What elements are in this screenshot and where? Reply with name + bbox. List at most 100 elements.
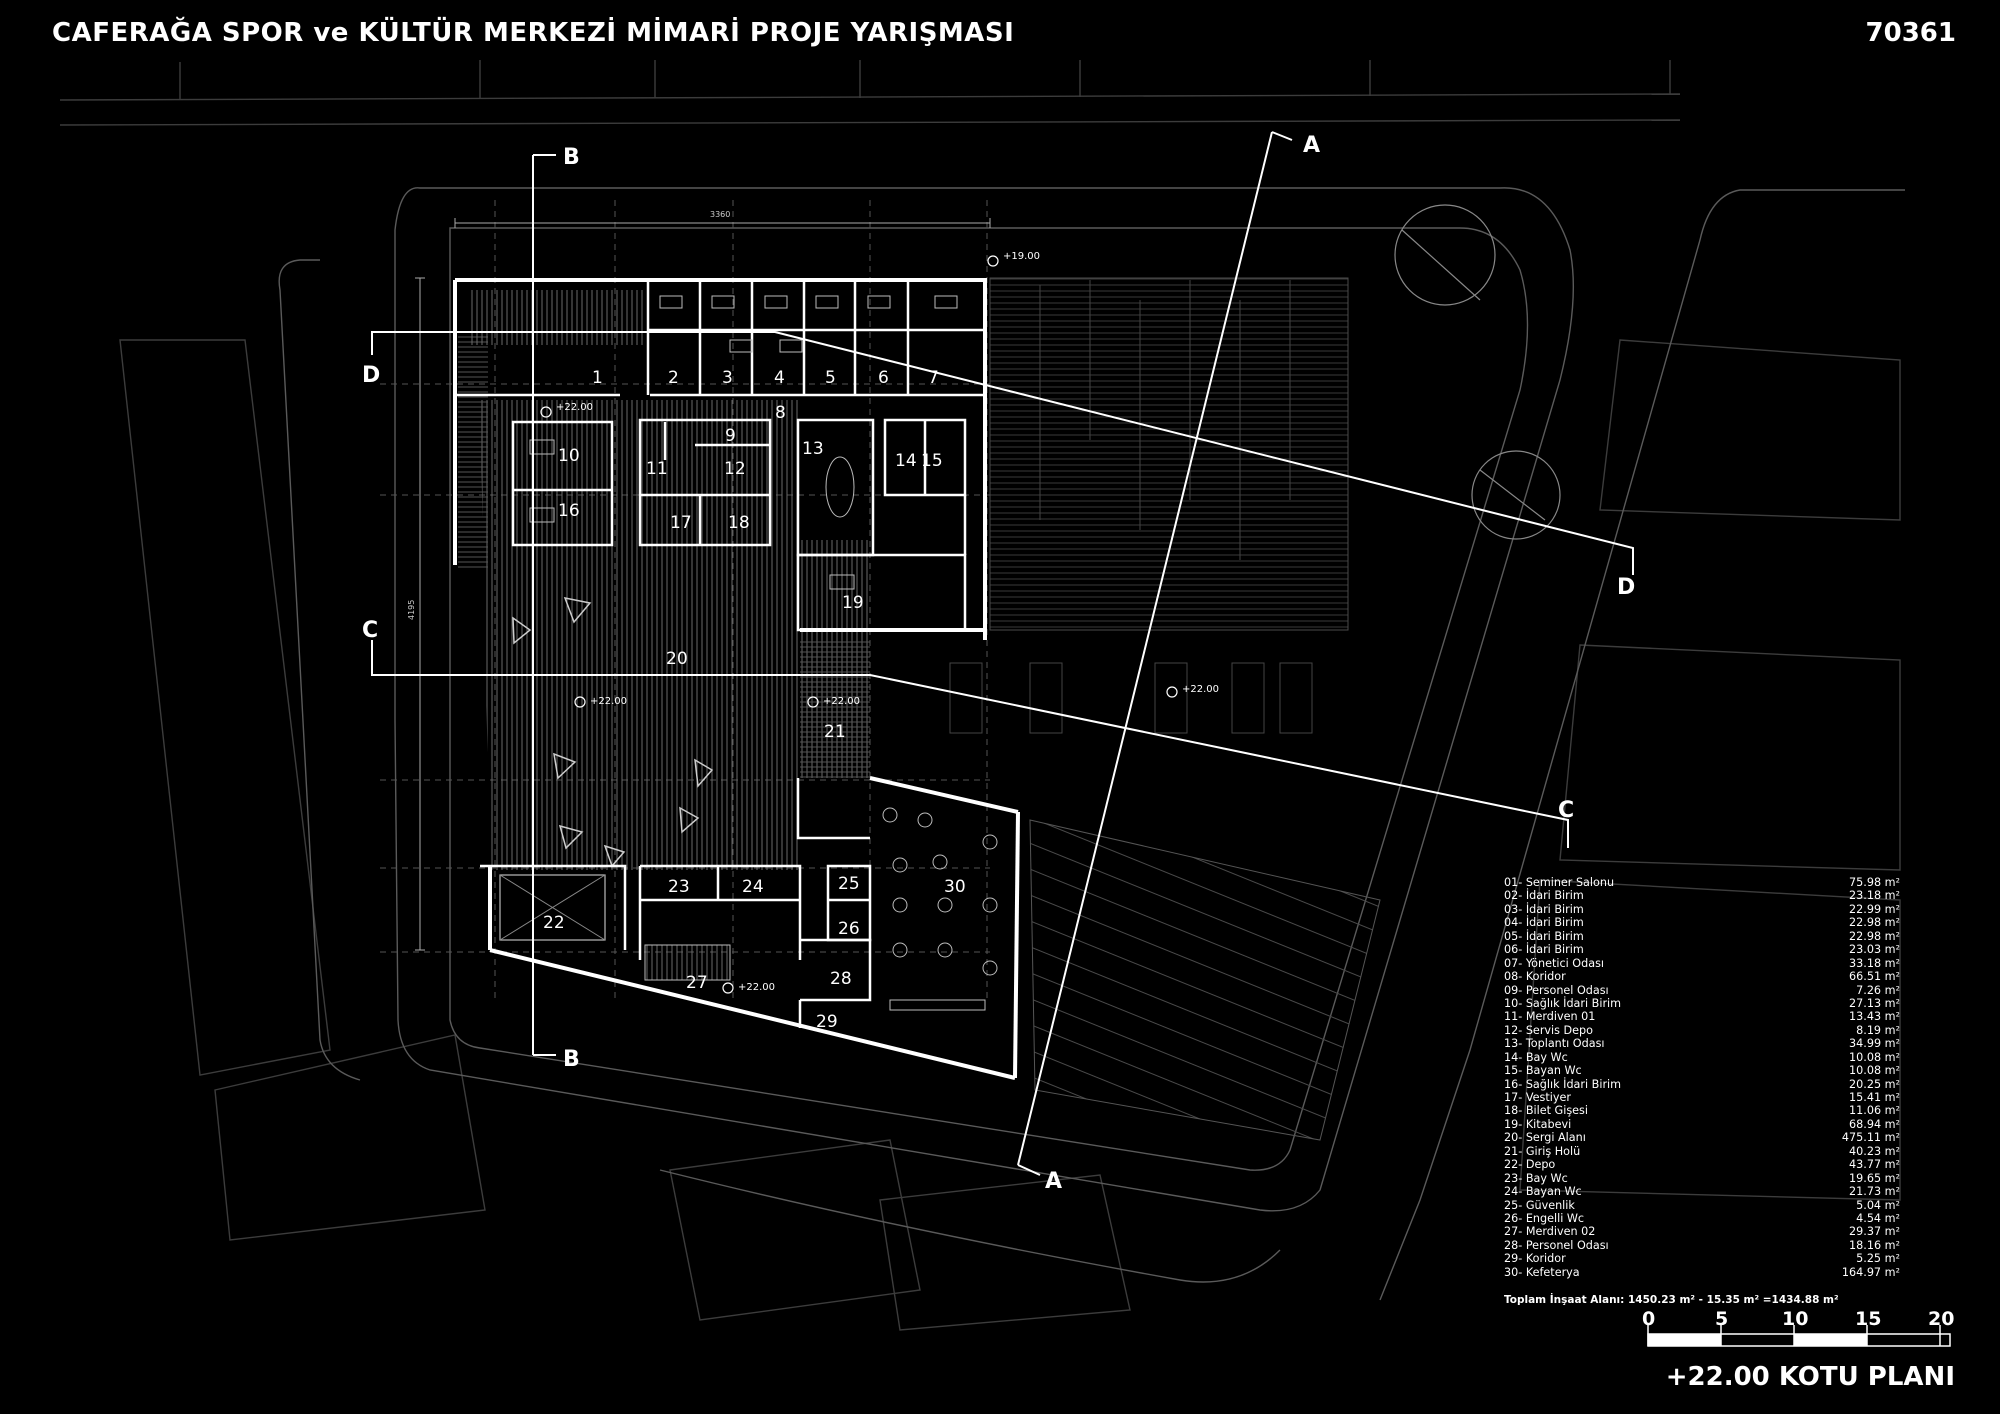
legend-room-area: 11.06 m² [1849,1104,1900,1118]
legend-room-name: 28- Personel Odası [1504,1238,1609,1252]
project-title: CAFERAĞA SPOR ve KÜLTÜR MERKEZİ MİMARİ P… [52,18,1015,48]
legend-room-area: 164.97 m² [1841,1265,1900,1279]
legend-room-name: 18- Bilet Gişesi [1504,1104,1588,1118]
room-label-9: 9 [725,426,736,446]
legend-room-name: 23- Bay Wc [1504,1171,1568,1185]
elevation-markers [540,255,1178,994]
room-label-14: 14 [895,451,917,471]
legend-room-name: 29- Koridor [1504,1252,1566,1266]
roof-hatch-area [989,277,1349,631]
scale-label-5: 5 [1715,1308,1729,1330]
room-label-2: 2 [668,368,679,388]
legend-room-name: 14- Bay Wc [1504,1050,1568,1064]
section-label-D-right: D [1617,575,1635,600]
legend-room-name: 24- Bayan Wc [1504,1185,1582,1199]
legend-room-name: 10- Sağlık İdari Birim [1504,996,1622,1010]
legend-room-area: 27.13 m² [1849,996,1900,1010]
legend-room-area: 21.73 m² [1849,1185,1900,1199]
stair-hatch [458,330,488,570]
legend-row: 10- Sağlık İdari Birim 27.13 m² [1504,997,1900,1010]
room-label-12: 12 [724,459,746,479]
legend-room-name: 01- Seminer Salonu [1504,876,1615,889]
legend-room-area: 4.54 m² [1856,1211,1900,1225]
section-label-C-right: C [1558,798,1574,823]
legend-room-name: 15- Bayan Wc [1504,1064,1582,1078]
site-boundary [278,187,1905,1301]
outer-walls [453,278,1020,1080]
legend-room-area: 18.16 m² [1849,1238,1900,1252]
legend-room-area: 66.51 m² [1849,970,1900,984]
room-label-27: 27 [686,973,708,993]
room-label-23: 23 [668,877,690,897]
office-furniture [529,295,958,590]
room-label-13: 13 [802,439,824,459]
legend-row: 28- Personel Odası 18.16 m² [1504,1239,1900,1252]
room-label-29: 29 [816,1012,838,1032]
room-label-1: 1 [592,368,603,388]
legend-room-name: 27- Merdiven 02 [1504,1225,1596,1239]
legend-room-name: 09- Personel Odası [1504,983,1609,997]
plan-title: +22.00 KOTU PLANI [1665,1362,1955,1392]
room-label-22: 22 [543,913,565,933]
section-label-A-bottom: A [1045,1169,1062,1194]
terrace-hatch-area [1029,819,1381,1141]
room-label-10: 10 [558,446,580,466]
cafeteria-tables [882,807,998,1011]
legend-room-name: 06- İdari Birim [1504,943,1584,957]
legend-room-name: 07- Yönetici Odası [1504,956,1605,970]
legend-row: 27- Merdiven 02 29.37 m² [1504,1225,1900,1238]
legend-room-name: 11- Merdiven 01 [1504,1010,1596,1024]
legend-room-area: 15.41 m² [1849,1091,1900,1104]
dimension-width: 3360 [710,210,730,219]
legend-room-area: 10.08 m² [1849,1064,1900,1078]
room-label-8: 8 [775,403,786,423]
exhibition-floor-hatch [480,400,870,870]
elevation-label: +22.00 [738,982,775,993]
legend-room-area: 475.11 m² [1841,1131,1900,1145]
legend-room-name: 20- Sergi Alanı [1504,1131,1586,1145]
legend-room-area: 75.98 m² [1849,876,1900,889]
legend-row: 18- Bilet Gişesi 11.06 m² [1504,1104,1900,1117]
dimension-height: 4195 [407,600,416,620]
room-label-16: 16 [558,501,580,521]
room-label-3: 3 [722,368,733,388]
legend-room-area: 7.26 m² [1856,983,1900,997]
room-label-11: 11 [646,459,668,479]
scale-label-0: 0 [1642,1308,1656,1330]
legend-room-area: 22.99 m² [1849,902,1900,916]
interior-walls [455,280,985,1028]
legend-room-area: 5.04 m² [1856,1198,1900,1212]
room-label-6: 6 [878,368,889,388]
legend-room-name: 04- İdari Birim [1504,916,1584,930]
exhibition-pillars [512,596,714,868]
legend-room-area: 34.99 m² [1849,1037,1900,1051]
room-label-18: 18 [728,513,750,533]
room-label-25: 25 [838,874,860,894]
entrance-hall-hatch [800,640,870,778]
legend-room-area: 23.18 m² [1849,889,1900,903]
depot-box [499,874,606,941]
legend-room-area: 29.37 m² [1849,1225,1900,1239]
elevation-label: +22.00 [823,696,860,707]
trees [1394,204,1561,540]
section-label-B-bottom: B [563,1047,580,1072]
legend-room-area: 68.94 m² [1849,1117,1900,1131]
room-label-21: 21 [824,722,846,742]
elevation-label: +19.00 [1003,251,1040,262]
project-code: 70361 [1865,18,1956,48]
legend-room-name: 12- Servis Depo [1504,1023,1593,1037]
legend-room-area: 23.03 m² [1849,943,1900,957]
